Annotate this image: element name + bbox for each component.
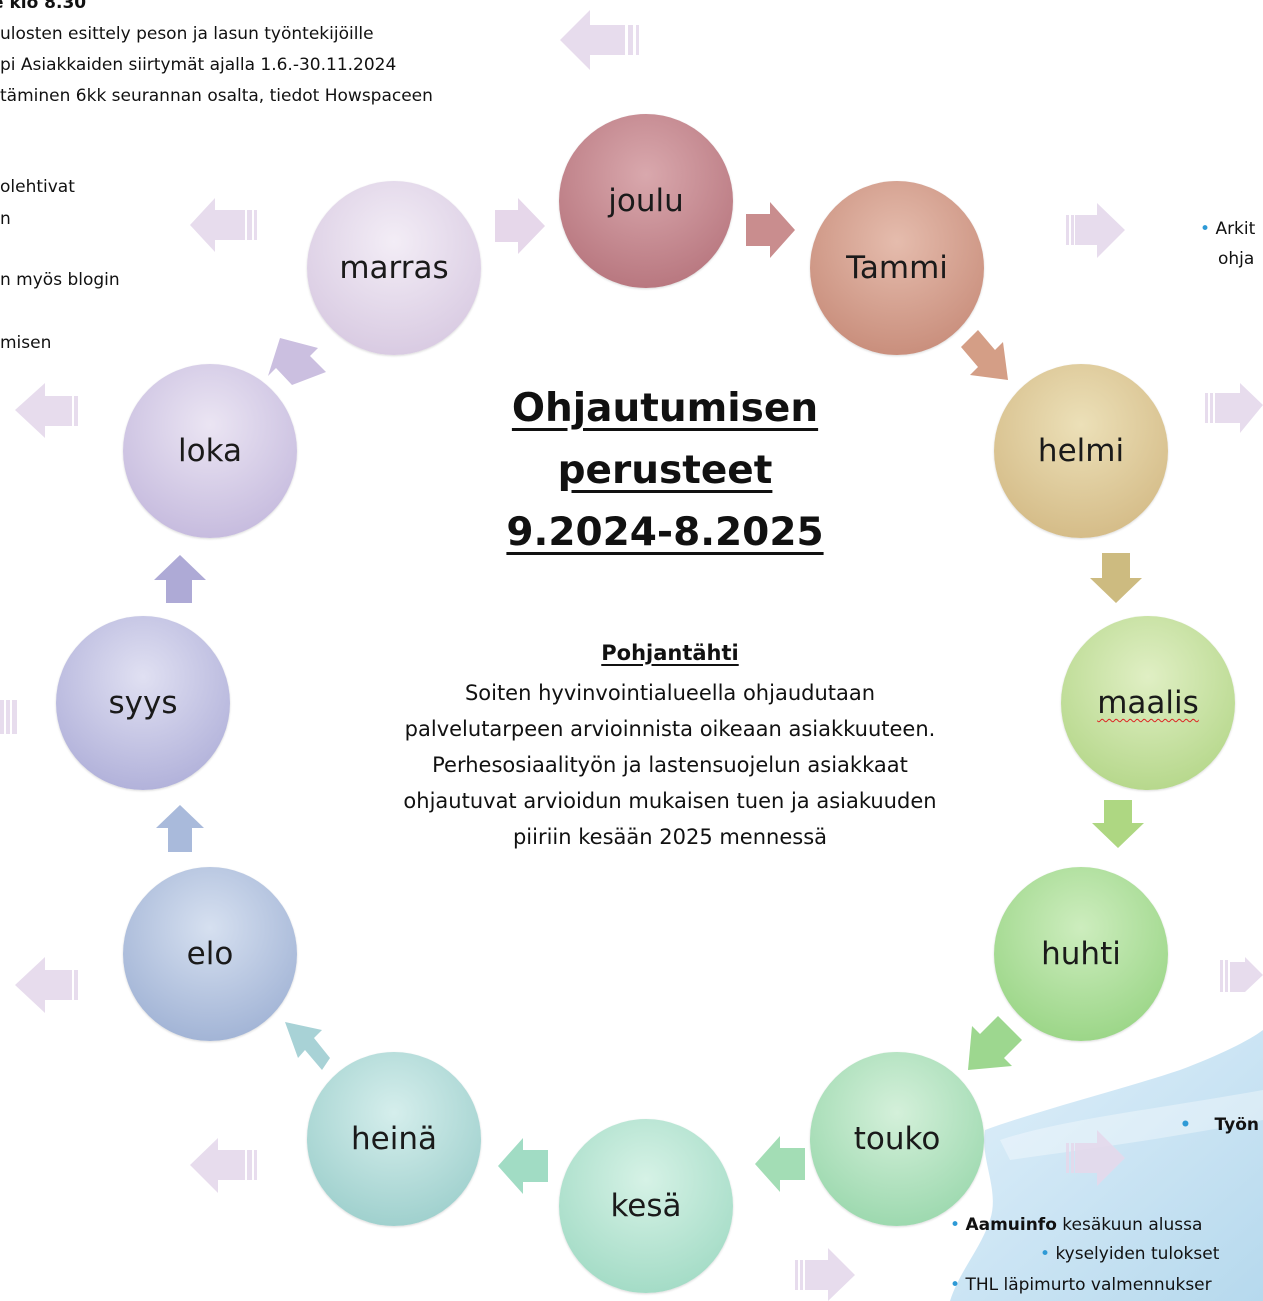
bullet-icon: • [1040,1244,1056,1264]
top-left-note-4: täminen 6kk seurannan osalta, tiedot How… [0,86,433,106]
right-note-2: ohja [1218,249,1255,269]
pohjantahti-heading: Pohjantähti [601,641,739,665]
month-maalis: maalis [1061,616,1235,790]
month-label: loka [178,433,242,469]
month-elo: elo [123,867,297,1041]
pohjantahti-text: Soiten hyvinvointialueella ohjaudutaan p… [320,675,1020,855]
bottom-right-kyselyt: • kyselyiden tulokset [1040,1239,1219,1270]
top-left-note-2: ulosten esittely peson ja lasun työnteki… [0,24,374,44]
left-note-1: olehtivat [0,177,75,197]
title-line-2: perusteet [557,448,773,493]
arrow-syys-loka [154,555,206,603]
month-label: helmi [1037,433,1125,469]
arrow-loka-marras [268,338,326,385]
month-label: joulu [608,183,684,219]
pohjantahti-line-1: Soiten hyvinvointialueella ohjaudutaan [464,681,876,705]
month-joulu: joulu [559,114,733,288]
month-helmi: helmi [994,364,1168,538]
month-label: syys [108,685,178,721]
month-label: kesä [610,1188,682,1224]
month-huhti: huhti [994,867,1168,1041]
aamuinfo-rest: kesäkuun alussa [1056,1215,1203,1235]
top-left-note-3: pi Asiakkaiden siirtymät ajalla 1.6.-30.… [0,55,397,75]
page-title: Ohjautumisen perusteet 9.2024-8.2025 [490,378,840,564]
bullet-icon: • [950,1275,966,1295]
left-note-4: misen [0,333,52,353]
month-label: touko [853,1121,941,1157]
bullet-icon: • [1180,1115,1215,1135]
left-note-2: n [0,209,11,229]
right-note-text-1: Arkit [1215,219,1256,239]
title-line-3: 9.2024-8.2025 [506,510,824,555]
kyselyt-text: kyselyiden tulokset [1055,1244,1220,1264]
arrow-helmi-maalis [1090,553,1142,603]
month-label: marras [339,250,449,286]
aamuinfo-bold: Aamuinfo [965,1215,1057,1235]
month-heina: heinä [307,1052,481,1226]
arrow-kesa-heina [498,1138,548,1194]
bullet-icon: • [1200,219,1216,239]
arrow-maalis-huhti [1092,800,1144,848]
left-note-3: n myös blogin [0,270,120,290]
arrow-marras-joulu [495,198,545,254]
bottom-right-tyon: • Työn [1180,1110,1259,1141]
pohjantahti-line-5: piiriin kesään 2025 mennessä [512,825,828,849]
thl-text: THL läpimurto valmennukser [965,1275,1212,1295]
month-label: maalis [1097,685,1199,721]
arrow-huhti-touko [968,1016,1022,1070]
right-note-1: • Arkit [1200,214,1255,245]
bottom-right-thl: • THL läpimurto valmennukser [950,1270,1212,1301]
bullet-icon: • [950,1215,966,1235]
month-touko: touko [810,1052,984,1226]
month-label: heinä [351,1121,437,1157]
arrow-touko-kesa [755,1136,805,1192]
arrow-elo-syys [156,805,204,852]
pohjantahti-line-3: Perhesosiaalityön ja lastensuojelun asia… [432,753,908,777]
faint-arrows [0,10,1263,1301]
month-loka: loka [123,364,297,538]
bottom-right-aamuinfo: • Aamuinfo kesäkuun alussa [950,1210,1202,1241]
month-label: elo [186,936,234,972]
month-label: huhti [1041,936,1121,972]
title-line-1: Ohjautumisen [511,386,819,431]
cycle-arrows [154,198,1144,1194]
pohjantahti-line-2: palvelutarpeen arvioinnista oikeaan asia… [404,717,936,741]
arrow-heina-elo [285,1022,330,1070]
tyon-text: Työn [1214,1115,1259,1135]
month-syys: syys [56,616,230,790]
month-kesa: kesä [559,1119,733,1293]
month-marras: marras [307,181,481,355]
top-left-note-1: e klo 8.30 [0,0,87,13]
month-tammi: Tammi [810,181,984,355]
month-label: Tammi [846,250,948,286]
arrow-joulu-tammi [746,202,795,258]
arrow-tammi-helmi [961,330,1008,380]
pohjantahti-line-4: ohjautuvat arvioidun mukaisen tuen ja as… [403,789,937,813]
